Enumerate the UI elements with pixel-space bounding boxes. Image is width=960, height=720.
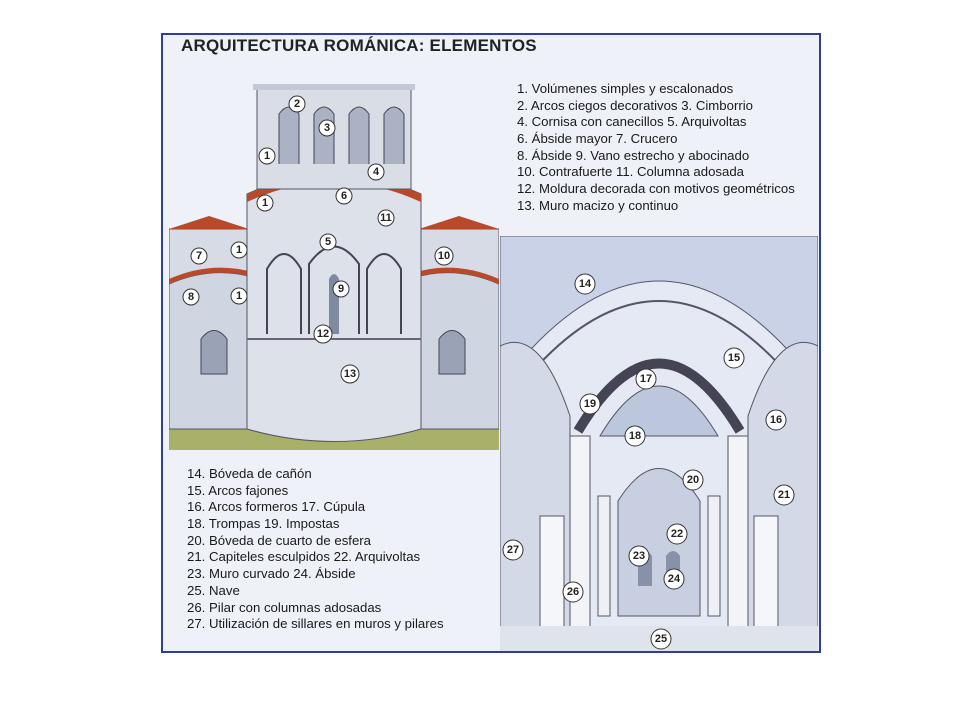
legend-item: 27. Utilización de sillares en muros y p… <box>187 616 444 632</box>
interior-label-18: 18 <box>624 425 646 447</box>
exterior-label-11: 11 <box>377 209 395 227</box>
svg-text:15: 15 <box>728 352 740 364</box>
interior-label-24: 24 <box>663 568 685 590</box>
legend-item: 21. Capiteles esculpidos 22. Arquivoltas <box>187 549 421 565</box>
exterior-label-13: 13 <box>340 364 360 384</box>
svg-text:4: 4 <box>373 166 380 178</box>
exterior-illustration: 2 3 1 4 6 1 11 5 7 1 10 9 8 1 12 13 <box>169 84 499 450</box>
svg-text:1: 1 <box>264 150 270 162</box>
legend-exterior: 1. Volúmenes simples y escalonados 2. Ar… <box>517 81 795 215</box>
svg-text:26: 26 <box>567 586 579 598</box>
legend-item: 25. Nave <box>187 582 240 598</box>
apse <box>617 468 701 617</box>
interior-label-25: 25 <box>650 628 672 650</box>
exterior-label-8: 8 <box>182 288 200 306</box>
svg-text:1: 1 <box>262 197 268 209</box>
legend-item: 20. Bóveda de cuarto de esfera <box>187 532 372 548</box>
legend-item: 1. Volúmenes simples y escalonados <box>517 81 734 96</box>
exterior-label-3: 3 <box>318 119 336 137</box>
svg-text:5: 5 <box>325 236 331 248</box>
interior-label-17: 17 <box>635 368 657 390</box>
legend-item: 10. Contrafuerte 11. Columna adosada <box>517 164 745 180</box>
interior-label-23: 23 <box>628 545 650 567</box>
exterior-label-10: 10 <box>434 246 454 266</box>
svg-text:1: 1 <box>236 290 242 302</box>
diagram-frame: ARQUITECTURA ROMÁNICA: ELEMENTOS <box>161 33 821 653</box>
legend-item: 18. Trompas 19. Impostas <box>187 516 340 532</box>
exterior-label-7: 7 <box>190 247 208 265</box>
legend-item: 14. Bóveda de cañón <box>187 466 312 481</box>
svg-text:13: 13 <box>344 368 356 380</box>
svg-text:20: 20 <box>687 474 699 486</box>
svg-text:10: 10 <box>438 250 450 262</box>
svg-text:7: 7 <box>196 250 202 262</box>
svg-text:24: 24 <box>668 573 681 585</box>
exterior-label-6: 6 <box>335 187 353 205</box>
exterior-label-1: 1 <box>256 194 274 212</box>
left-roof <box>169 216 249 229</box>
exterior-label-1: 1 <box>258 147 276 165</box>
svg-text:11: 11 <box>380 212 392 224</box>
svg-text:1: 1 <box>236 244 242 256</box>
legend-item: 2. Arcos ciegos decorativos 3. Cimborrio <box>517 97 754 113</box>
svg-text:18: 18 <box>629 430 641 442</box>
legend-item: 4. Cornisa con canecillos 5. Arquivoltas <box>517 114 747 130</box>
svg-text:21: 21 <box>778 489 790 501</box>
legend-item: 6. Ábside mayor 7. Crucero <box>517 131 678 147</box>
svg-text:2: 2 <box>294 98 300 110</box>
interior-label-20: 20 <box>682 469 704 491</box>
svg-text:8: 8 <box>188 291 194 303</box>
right-roof <box>419 216 499 229</box>
legend-item: 26. Pilar con columnas adosadas <box>187 599 382 615</box>
svg-text:22: 22 <box>671 528 683 540</box>
exterior-label-2: 2 <box>288 95 306 113</box>
interior-label-16: 16 <box>765 409 787 431</box>
svg-text:25: 25 <box>655 633 667 645</box>
interior-label-14: 14 <box>574 273 596 295</box>
legend-item: 16. Arcos formeros 17. Cúpula <box>187 499 366 515</box>
legend-item: 15. Arcos fajones <box>187 482 289 498</box>
svg-text:12: 12 <box>317 328 329 340</box>
legend-item: 12. Moldura decorada con motivos geométr… <box>517 181 795 197</box>
exterior-label-1: 1 <box>230 287 248 305</box>
interior-label-15: 15 <box>723 347 745 369</box>
interior-illustration: 14 15 17 19 16 18 20 21 27 22 23 26 24 2… <box>500 236 818 651</box>
exterior-label-5: 5 <box>319 233 337 251</box>
svg-text:9: 9 <box>338 283 344 295</box>
svg-text:27: 27 <box>507 544 519 556</box>
legend-item: 8. Ábside 9. Vano estrecho y abocinado <box>517 147 750 163</box>
legend-item: 13. Muro macizo y continuo <box>517 197 679 213</box>
svg-text:6: 6 <box>341 190 347 202</box>
legend-item: 23. Muro curvado 24. Ábside <box>187 566 356 582</box>
svg-text:23: 23 <box>633 550 645 562</box>
interior-label-21: 21 <box>773 484 795 506</box>
svg-text:16: 16 <box>770 414 782 426</box>
svg-text:19: 19 <box>584 398 596 410</box>
interior-label-22: 22 <box>666 523 688 545</box>
svg-text:14: 14 <box>579 278 592 290</box>
svg-text:17: 17 <box>640 373 652 385</box>
legend-interior: 14. Bóveda de cañón 15. Arcos fajones 16… <box>187 466 444 633</box>
svg-text:3: 3 <box>324 122 330 134</box>
interior-label-19: 19 <box>579 393 601 415</box>
exterior-label-12: 12 <box>313 324 333 344</box>
exterior-label-9: 9 <box>332 280 350 298</box>
exterior-label-1: 1 <box>230 241 248 259</box>
exterior-label-4: 4 <box>367 163 385 181</box>
page-title: ARQUITECTURA ROMÁNICA: ELEMENTOS <box>181 36 537 55</box>
interior-label-26: 26 <box>562 581 584 603</box>
interior-label-27: 27 <box>502 539 524 561</box>
